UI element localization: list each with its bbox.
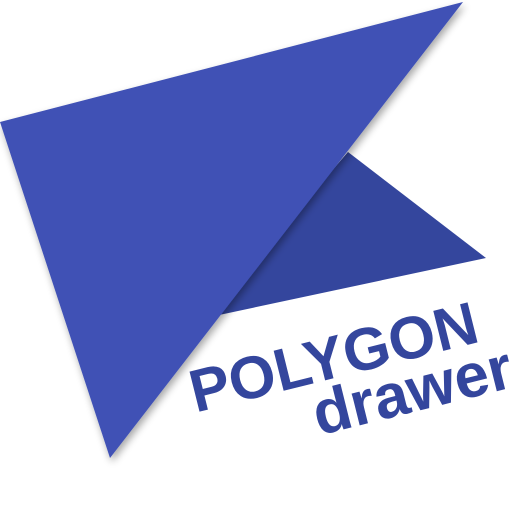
front-triangle-shape [0,2,463,458]
back-triangle-shape [205,152,486,318]
wordmark-group: POLYGON drawer [183,289,512,449]
